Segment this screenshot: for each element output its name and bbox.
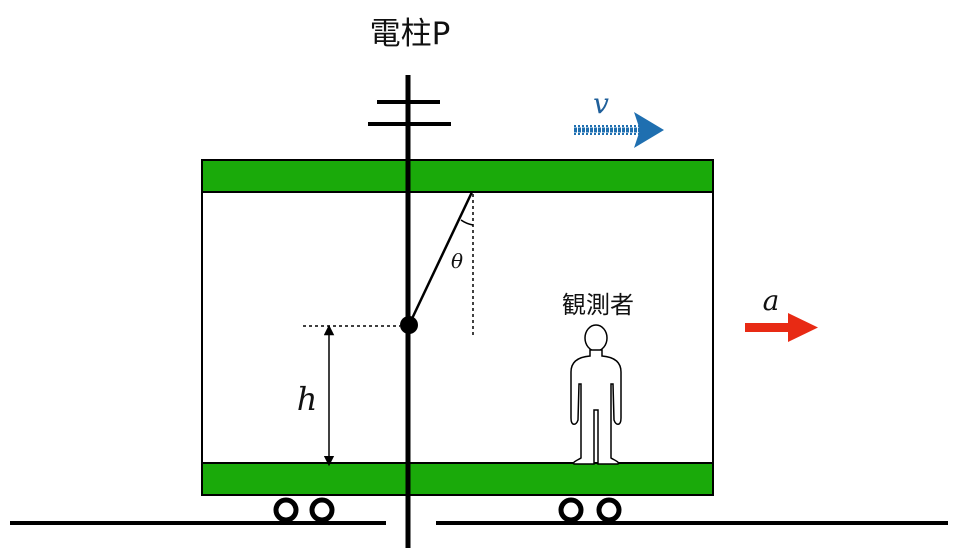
train-car-body (201, 159, 714, 496)
train-floor-band (201, 462, 714, 496)
wheel (558, 497, 584, 523)
pole-label: 電柱P (370, 16, 451, 52)
velocity-arrow (574, 112, 664, 148)
wheel (596, 497, 622, 523)
height-label: h (297, 380, 318, 418)
pendulum-string (407, 191, 474, 326)
observer-label: 観測者 (562, 291, 634, 319)
acceleration-label: a (763, 284, 780, 317)
acceleration-arrow (745, 313, 818, 342)
angle-arc (460, 219, 474, 226)
wheel (273, 497, 299, 523)
angle-label: θ (451, 249, 463, 273)
train-roof-band (201, 159, 714, 193)
wheel (309, 497, 335, 523)
wheels (273, 497, 622, 523)
pendulum-bob (400, 316, 418, 334)
velocity-label: v (593, 87, 609, 120)
observer-figure (570, 324, 622, 465)
